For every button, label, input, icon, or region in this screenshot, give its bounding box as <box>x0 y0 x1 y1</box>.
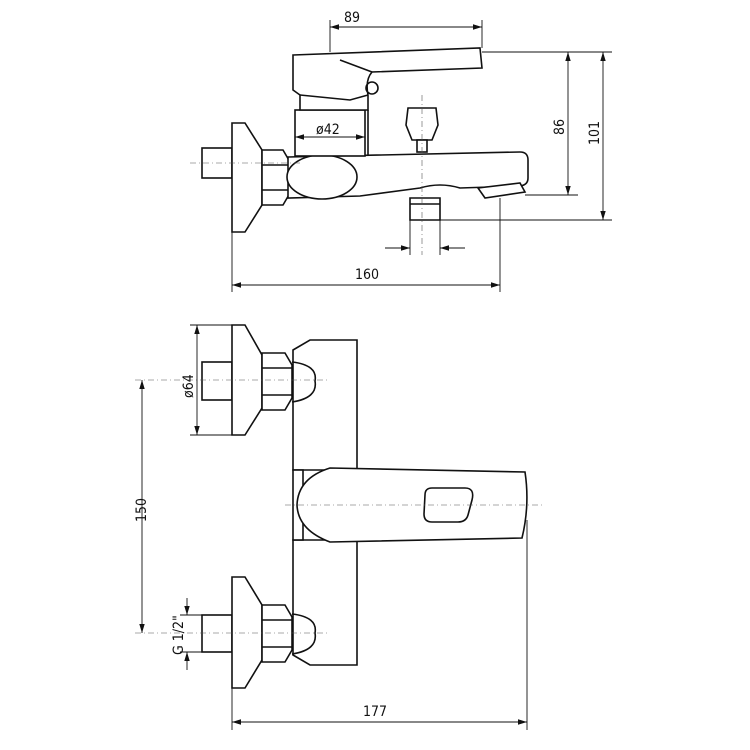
hex-nut <box>261 149 291 206</box>
dim-body-diameter: ø42 <box>316 122 340 138</box>
pipe-stub-upper <box>201 361 233 401</box>
dim-total-height: 101 <box>587 121 603 145</box>
body-lower <box>292 539 358 666</box>
dim-center-distance: 150 <box>134 498 150 522</box>
lever-handle <box>292 47 483 111</box>
nut-lower <box>261 604 293 663</box>
aerator <box>476 182 527 199</box>
dim-outlet-height: 86 <box>552 119 568 135</box>
nut-upper <box>261 352 293 411</box>
body-upper <box>292 339 358 471</box>
lever-grip <box>423 487 474 523</box>
bath-outlet <box>409 197 441 221</box>
dim-flange-diameter: ø64 <box>181 374 197 398</box>
pipe-stub-lower <box>201 614 233 653</box>
flange-lower <box>231 576 263 689</box>
body-oval <box>286 154 358 200</box>
dim-total-length: 160 <box>355 267 379 283</box>
wall-flange <box>231 122 263 233</box>
top-view: 89 ø42 86 101 160 <box>190 10 612 292</box>
front-view: ø64 150 G 1/2" 177 <box>134 324 545 730</box>
dim-handle-length: 89 <box>344 10 360 26</box>
dim-thread: G 1/2" <box>171 615 187 655</box>
dim-total-depth: 177 <box>363 704 387 720</box>
